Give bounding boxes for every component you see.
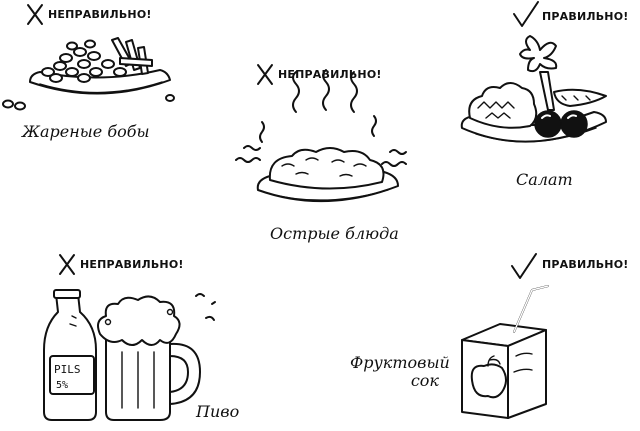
bottle-label-line2: 5% bbox=[56, 380, 68, 391]
spicy-dish-plate-icon bbox=[256, 147, 399, 203]
verdict-salad: ПРАВИЛЬНО! bbox=[542, 10, 629, 23]
cross-mark-icon bbox=[257, 64, 273, 85]
salad-plate-icon bbox=[460, 35, 607, 143]
caption-salad: Салат bbox=[516, 170, 573, 189]
apple-icon bbox=[470, 355, 507, 399]
verdict-juice: ПРАВИЛЬНО! bbox=[542, 258, 629, 271]
juice-item bbox=[461, 253, 549, 419]
spicy-food-item bbox=[235, 64, 407, 203]
fried-beans-item bbox=[2, 4, 175, 111]
beer-mug-icon bbox=[97, 293, 216, 421]
check-mark-icon bbox=[513, 1, 539, 27]
caption-juice-line1: Фруктовый bbox=[350, 353, 450, 372]
juice-box-icon bbox=[461, 285, 549, 419]
cross-mark-icon bbox=[59, 254, 75, 275]
beer-item: PILS 5% bbox=[43, 254, 216, 421]
verdict-fried-beans: НЕПРАВИЛЬНО! bbox=[48, 8, 152, 21]
caption-juice: Фруктовый сок bbox=[350, 354, 450, 390]
verdict-beer: НЕПРАВИЛЬНО! bbox=[80, 258, 184, 271]
check-mark-icon bbox=[511, 253, 537, 279]
caption-beer: Пиво bbox=[196, 402, 240, 421]
caption-spicy-food: Острые блюда bbox=[270, 224, 399, 243]
beer-bottle-icon: PILS 5% bbox=[43, 289, 97, 421]
caption-juice-line2: сок bbox=[410, 371, 439, 390]
fried-beans-plate-icon bbox=[2, 37, 175, 111]
verdict-spicy-food: НЕПРАВИЛЬНО! bbox=[278, 68, 382, 81]
salad-item bbox=[460, 1, 607, 143]
cross-mark-icon bbox=[27, 4, 43, 25]
bottle-label-line1: PILS bbox=[54, 363, 81, 376]
caption-fried-beans: Жареные бобы bbox=[22, 122, 150, 141]
steam-icon bbox=[235, 69, 407, 167]
